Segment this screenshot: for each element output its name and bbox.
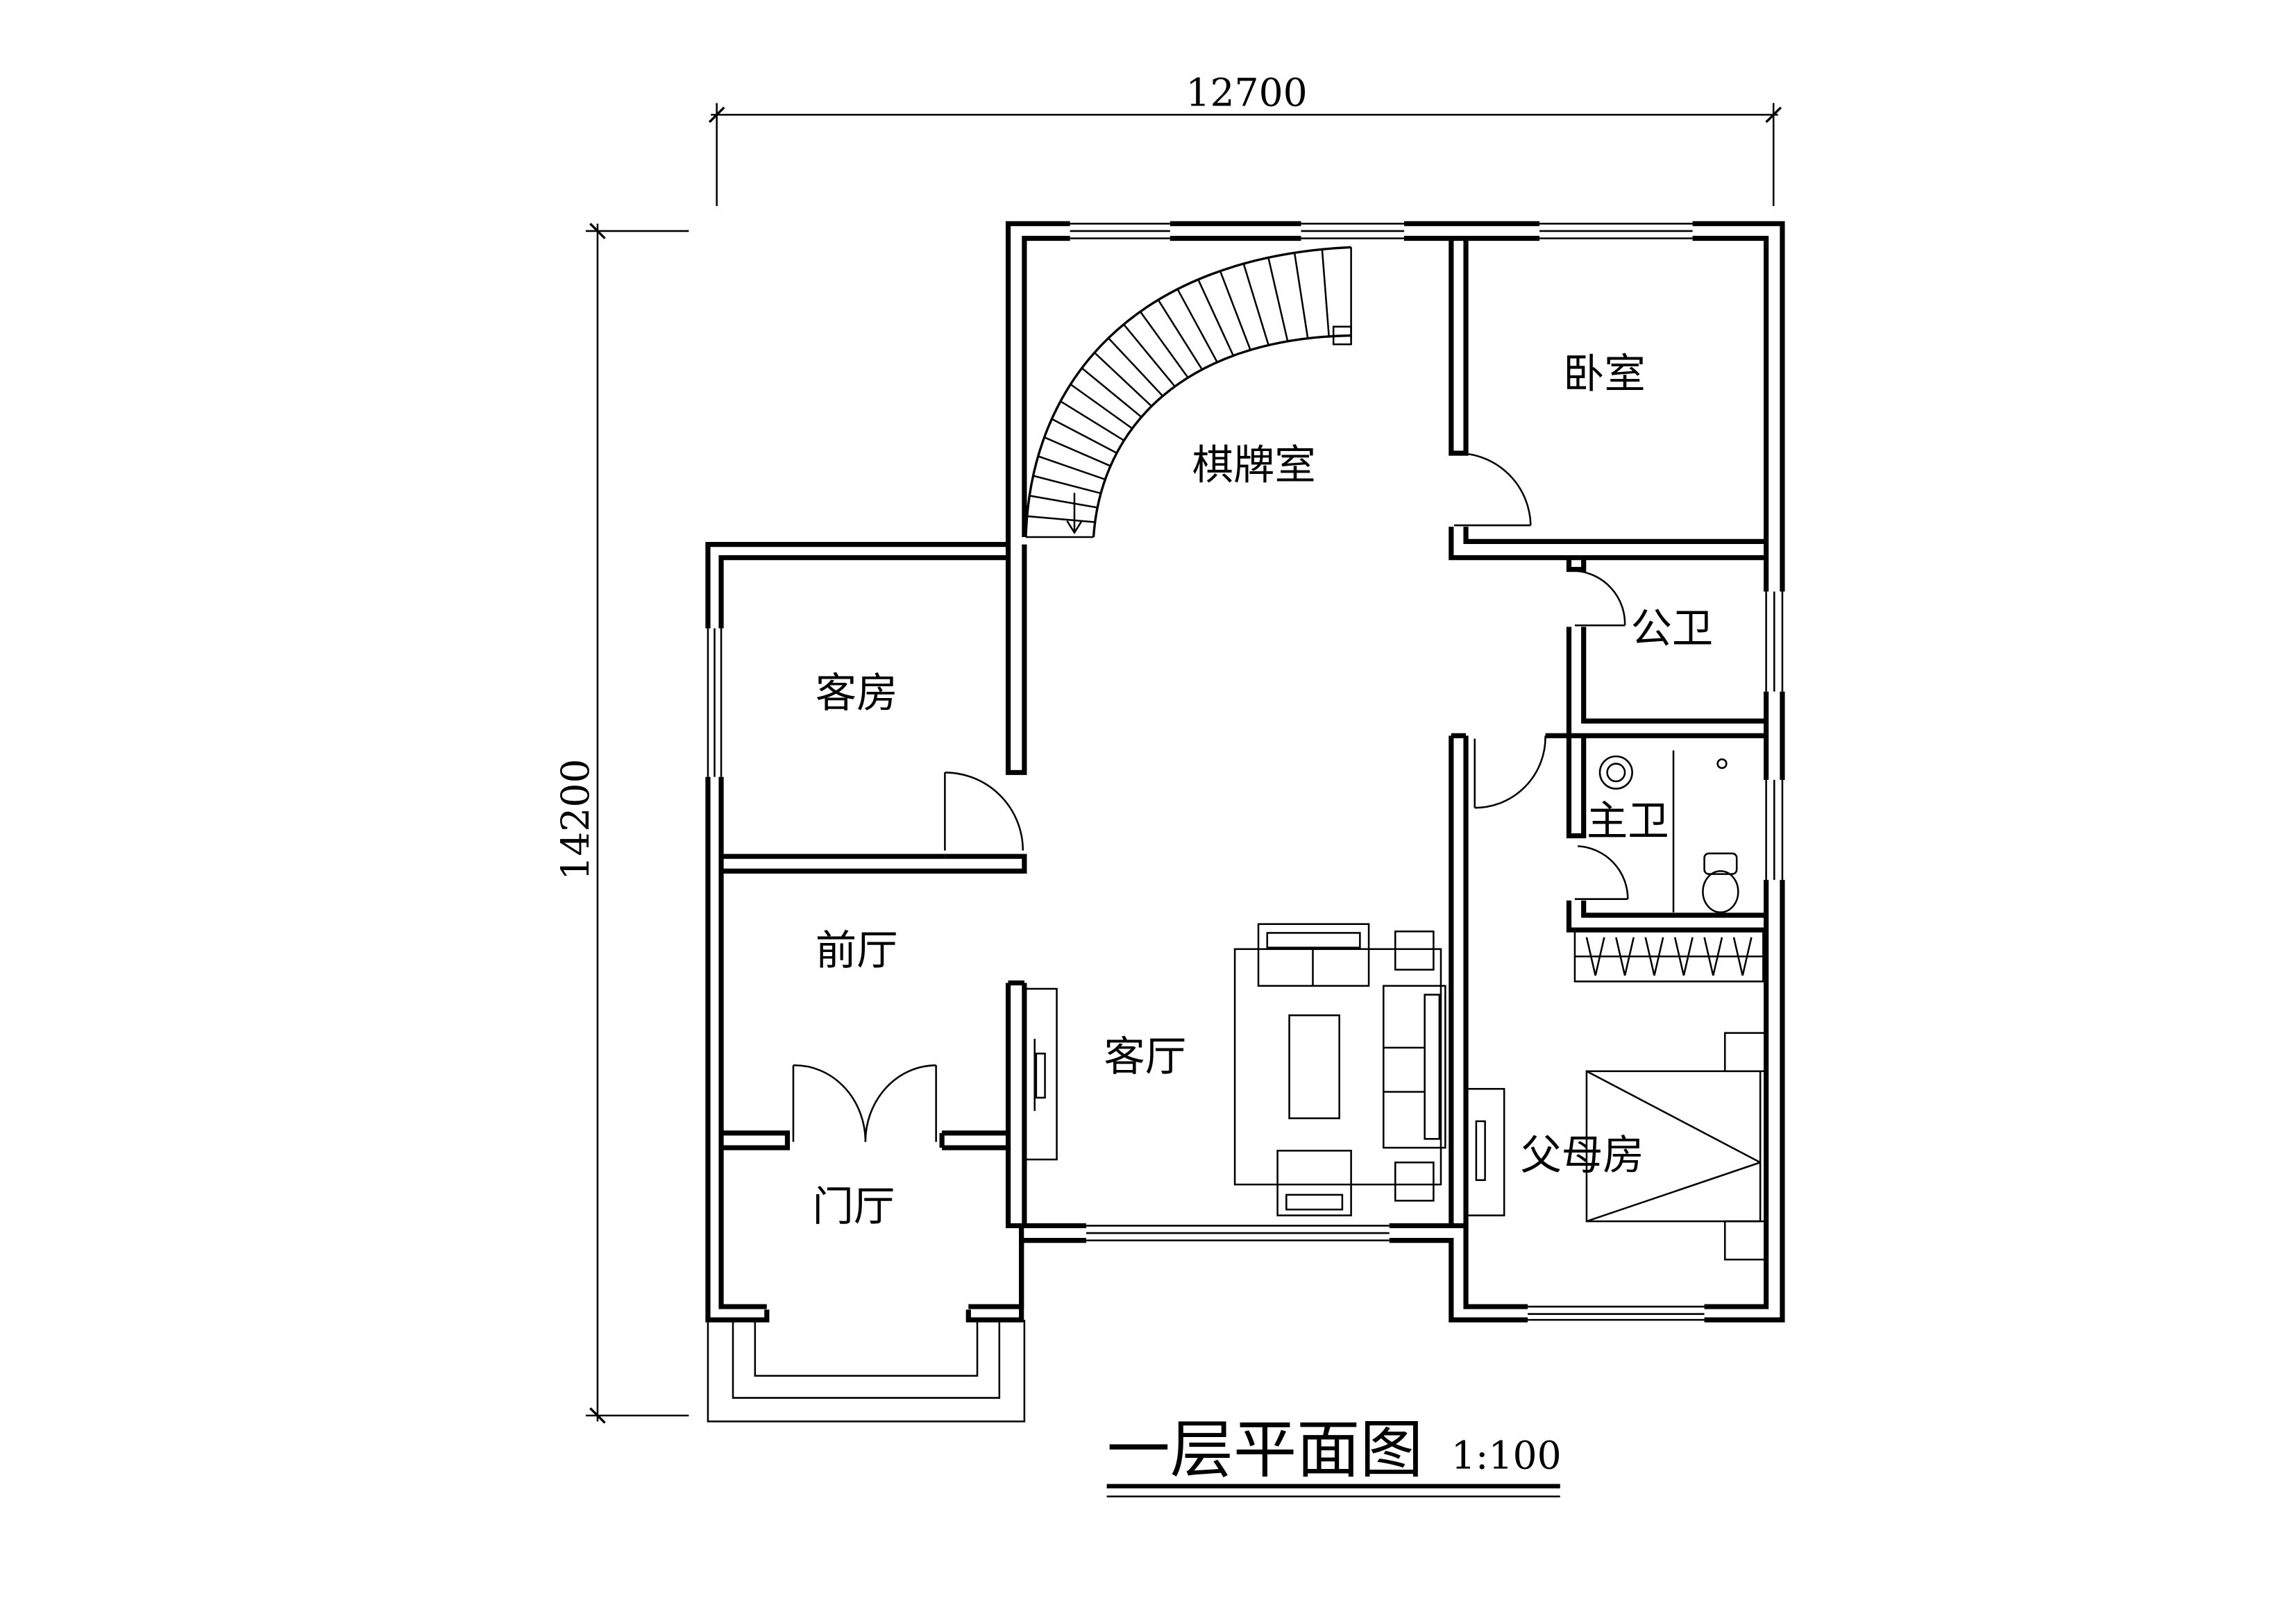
stair-tread [1027,515,1095,523]
room-label-chess: 棋牌室 [1192,441,1316,489]
stair-tread [1293,253,1309,339]
room-label-master-bath: 主卫 [1587,798,1669,846]
stair-tread [1038,455,1106,481]
stair-tread [1108,337,1164,397]
stair-tread [1321,249,1330,337]
stair-tread [1070,383,1133,430]
width-dimension-label: 12700 [1185,71,1307,116]
room-label-parents: 父母房 [1521,1132,1644,1180]
room-label-front-hall: 前厅 [816,927,898,975]
spiral-staircase [1024,246,1352,538]
stair-treads [1027,249,1330,523]
parents-room-furniture [1464,931,1767,1261]
stair-tread [1044,436,1111,467]
plan-scale: 1:100 [1451,1434,1562,1478]
doors [792,452,1629,1142]
room-label-public-bath: 公卫 [1631,605,1714,653]
stair-tread [1029,495,1098,509]
stair-tread [1197,279,1235,357]
stair-tread [1094,352,1153,407]
stair-tread [1267,257,1289,342]
stair-tread [1157,299,1204,371]
room-label-guest: 客房 [816,670,898,717]
drawing-title: 一层平面图 1:100 [1107,1413,1562,1497]
stair-tread [1242,263,1269,346]
stair-tread [1033,475,1101,495]
room-labels: 棋牌室 卧室 客房 公卫 主卫 前厅 客厅 父母房 门厅 [813,350,1714,1231]
stair-tread [1139,311,1189,378]
room-label-entry: 门厅 [813,1183,895,1231]
stair-tread [1219,271,1251,350]
stair-tread [1176,289,1218,363]
living-room-furniture [1023,923,1446,1216]
dimension-width: 12700 [708,71,1782,206]
master-bath-fixtures [1598,750,1739,914]
stair-tread [1123,323,1176,387]
stair-tread [1060,400,1125,441]
stair-tread [1081,367,1142,418]
interior-walls [721,238,1766,1229]
entry-porch [707,1320,1026,1422]
dimension-height: 14200 [554,223,689,1424]
plan-title: 一层平面图 [1107,1413,1424,1487]
windows [702,217,1789,1327]
room-label-bedroom: 卧室 [1563,350,1646,398]
stair-tread [1051,418,1117,454]
height-dimension-label: 14200 [554,758,598,880]
room-label-living: 客厅 [1104,1033,1186,1081]
